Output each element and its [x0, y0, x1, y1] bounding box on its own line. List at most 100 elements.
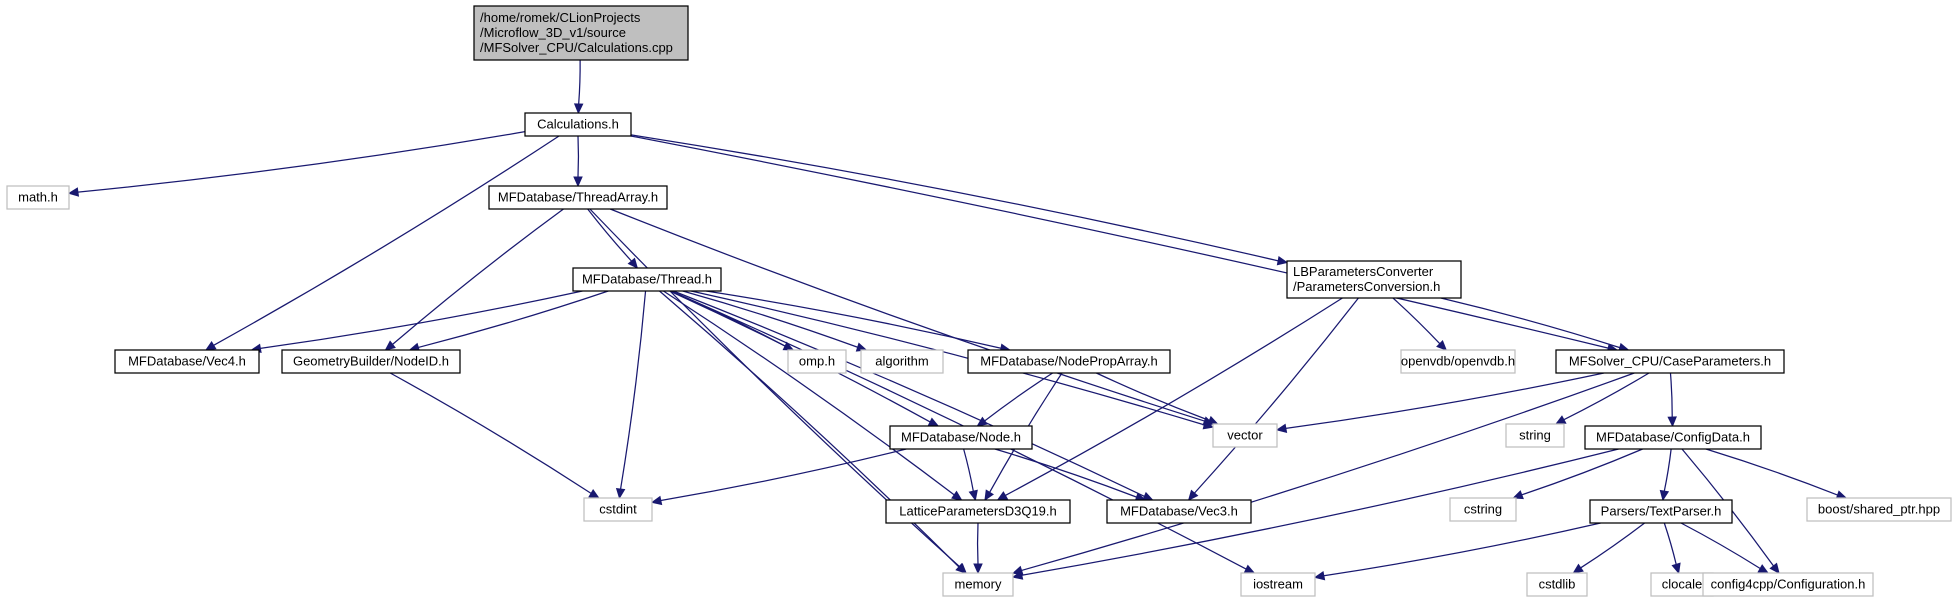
- edge-line: [706, 290, 1002, 349]
- node-label: MFDatabase/NodePropArray.h: [980, 354, 1158, 369]
- edge-line: [260, 290, 583, 350]
- edge-line: [630, 135, 1609, 349]
- node-label: clocale: [1662, 577, 1702, 592]
- edge-line: [578, 59, 581, 105]
- node-label: math.h: [18, 190, 58, 205]
- arrowhead-icon: [1757, 564, 1770, 574]
- edge-thread_h-to-nodeproparray_h: [706, 290, 1012, 353]
- edge-node_h-to-cstdint: [650, 448, 907, 506]
- node-box: [1526, 572, 1588, 597]
- edge-calculations_h-to-math_h: [67, 131, 526, 197]
- node-lattice_h[interactable]: LatticeParametersD3Q19.h: [885, 499, 1071, 524]
- node-vec3_h[interactable]: MFDatabase/Vec3.h: [1106, 499, 1252, 524]
- edge-line: [1521, 448, 1643, 496]
- edge-line: [659, 290, 960, 568]
- edge-line: [1021, 372, 1635, 572]
- edge-line: [1669, 372, 1673, 418]
- node-box: [1555, 349, 1785, 374]
- edge-lattice_h-to-memory: [973, 522, 983, 575]
- node-string: string: [1505, 423, 1565, 448]
- node-label: MFDatabase/ThreadArray.h: [498, 190, 658, 205]
- edge-threadarray_h-to-thread_h: [587, 208, 639, 269]
- node-label: cstring: [1464, 502, 1502, 517]
- edge-line: [619, 290, 647, 490]
- node-box: [1400, 349, 1516, 374]
- arrowhead-icon: [384, 340, 396, 351]
- node-box: [942, 572, 1014, 597]
- arrowhead-icon: [1769, 562, 1780, 574]
- edge-calculations_h-to-threadarray_h: [573, 135, 583, 188]
- arrowhead-icon: [1554, 415, 1567, 425]
- node-openvdb_h: openvdb/openvdb.h: [1400, 349, 1516, 374]
- node-label: LatticeParametersD3Q19.h: [899, 504, 1057, 519]
- node-box: [885, 499, 1071, 524]
- edge-lbparams_h-to-openvdb_h: [1392, 297, 1448, 351]
- edge-line: [630, 134, 1279, 262]
- arrowhead-icon: [650, 495, 663, 506]
- node-label: LBParametersConverter: [1293, 264, 1434, 279]
- edge-configdata_h-to-memory: [1011, 448, 1619, 580]
- node-box: [1505, 423, 1565, 448]
- edge-line: [984, 372, 1053, 422]
- edge-configdata_h-to-boost_h: [1705, 448, 1848, 500]
- edge-line: [609, 208, 1205, 422]
- arrowhead-icon: [1276, 256, 1289, 266]
- node-omp_h: omp.h: [787, 349, 847, 374]
- node-textparser_h[interactable]: Parsers/TextParser.h: [1589, 499, 1733, 524]
- edge-caseparams_h-to-vector: [1275, 372, 1605, 433]
- node-nodeid_h[interactable]: GeometryBuilder/NodeID.h: [281, 349, 461, 374]
- arrowhead-icon: [1572, 563, 1584, 574]
- node-vec4_h[interactable]: MFDatabase/Vec4.h: [114, 349, 260, 374]
- node-calculations_h[interactable]: Calculations.h: [524, 112, 632, 137]
- arrowhead-icon: [588, 489, 600, 499]
- edge-textparser_h-to-cstdlib: [1572, 522, 1645, 574]
- node-label: Calculations.h: [537, 117, 619, 132]
- node-label: MFDatabase/Vec3.h: [1120, 504, 1238, 519]
- node-box: [860, 349, 944, 374]
- edge-line: [673, 290, 1145, 497]
- node-label: cstdint: [599, 502, 637, 517]
- node-box: [967, 349, 1171, 374]
- edge-line: [1680, 522, 1761, 570]
- edge-node_h-to-vec3_h: [994, 448, 1147, 502]
- node-configdata_h[interactable]: MFDatabase/ConfigData.h: [1584, 425, 1762, 450]
- node-box: [1106, 499, 1252, 524]
- edge-nodeid_h-to-cstdint: [389, 372, 600, 499]
- edge-line: [1021, 448, 1619, 576]
- edge-node_h-to-lattice_h: [963, 448, 978, 502]
- arrowhead-icon: [976, 416, 988, 427]
- node-boost_h: boost/shared_ptr.hpp: [1806, 497, 1952, 522]
- node-math_h: math.h: [6, 185, 70, 210]
- edge-line: [1096, 372, 1210, 422]
- node-label: MFDatabase/Thread.h: [582, 272, 712, 287]
- edge-textparser_h-to-clocale: [1663, 522, 1681, 575]
- arrowhead-icon: [1011, 570, 1024, 580]
- node-label: /MFSolver_CPU/Calculations.cpp: [480, 40, 673, 55]
- edge-thread_h-to-vec3_h: [673, 290, 1154, 501]
- arrowhead-icon: [1187, 489, 1199, 501]
- edge-thread_h-to-lattice_h: [663, 290, 963, 501]
- arrowhead-icon: [968, 489, 978, 502]
- node-box: [6, 185, 70, 210]
- node-box: [889, 425, 1033, 450]
- arrowhead-icon: [984, 489, 994, 502]
- edge-configdata_h-to-cstring: [1512, 448, 1643, 500]
- node-label: openvdb/openvdb.h: [1401, 354, 1515, 369]
- node-label: boost/shared_ptr.hpp: [1818, 502, 1940, 517]
- node-root[interactable]: /home/romek/CLionProjects/Microflow_3D_v…: [473, 5, 689, 61]
- edge-thread_h-to-vector: [690, 290, 1215, 430]
- node-nodeproparray_h[interactable]: MFDatabase/NodePropArray.h: [967, 349, 1171, 374]
- node-thread_h[interactable]: MFDatabase/Thread.h: [572, 267, 722, 292]
- node-threadarray_h[interactable]: MFDatabase/ThreadArray.h: [488, 185, 668, 210]
- edge-line: [1193, 297, 1359, 494]
- edge-line: [663, 290, 955, 496]
- node-cstring: cstring: [1449, 497, 1517, 522]
- edge-configdata_h-to-textparser_h: [1659, 448, 1672, 502]
- node-lbparams_h[interactable]: LBParametersConverter/ParametersConversi…: [1286, 260, 1462, 299]
- node-label: /home/romek/CLionProjects: [480, 10, 641, 25]
- arrowhead-icon: [1207, 415, 1219, 425]
- node-caseparams_h[interactable]: MFSolver_CPU/CaseParameters.h: [1555, 349, 1785, 374]
- node-label: MFDatabase/Node.h: [901, 430, 1021, 445]
- node-label: MFDatabase/ConfigData.h: [1596, 430, 1750, 445]
- node-node_h[interactable]: MFDatabase/Node.h: [889, 425, 1033, 450]
